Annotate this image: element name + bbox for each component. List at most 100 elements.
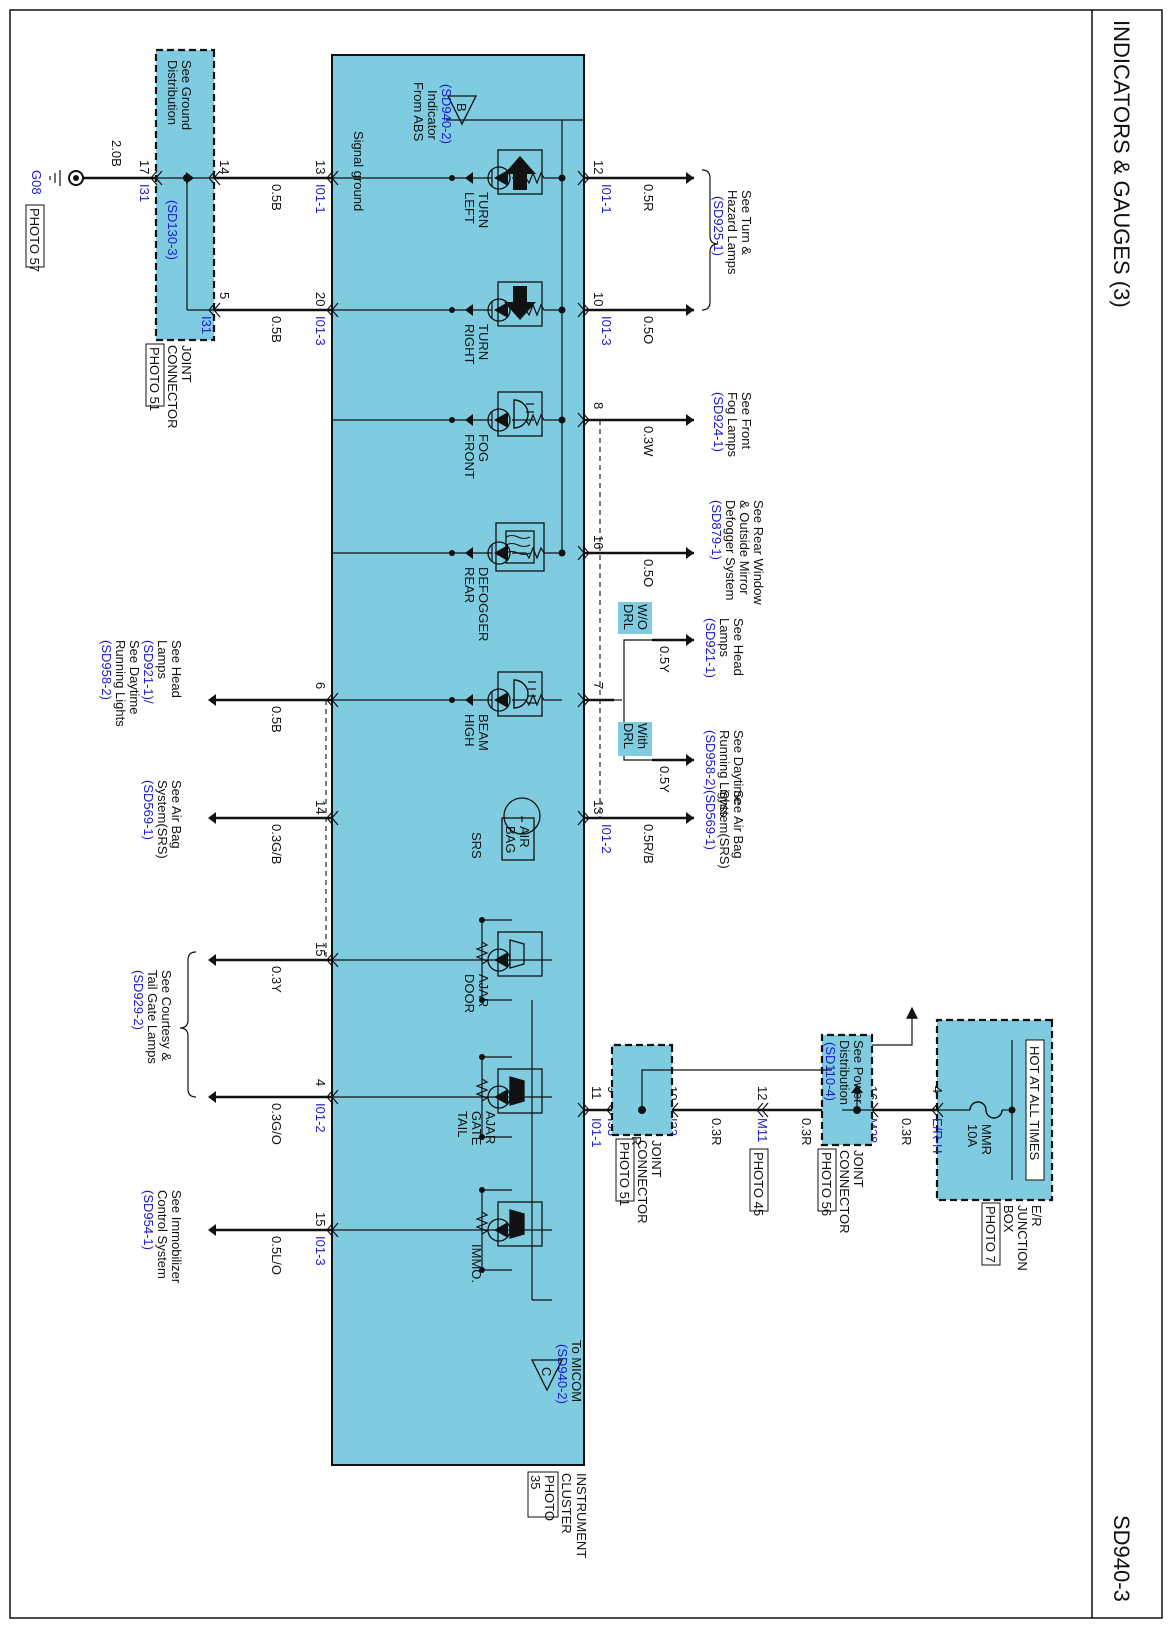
indicator-2-label-1: RIGHT — [462, 324, 477, 365]
w-drl-2: DRL — [621, 723, 636, 749]
ground-id: G08 — [29, 170, 44, 195]
drl-end — [686, 754, 694, 766]
instrument-cluster — [331, 54, 585, 1466]
fuse-name: MMR — [979, 1124, 994, 1155]
defog-window — [505, 530, 535, 564]
jc56-label-2: CONNECTOR — [837, 1150, 852, 1234]
right-turn-feed-chevron — [577, 302, 590, 318]
immo-circuit-res — [475, 1211, 489, 1235]
jc51-label-1: JOINT — [179, 345, 194, 383]
micom-ref: (SD940-2) — [555, 1344, 570, 1404]
upper-wires: 120.5RI01-1100.5OI01-380.3W160.5O7130.5R… — [577, 160, 766, 869]
left-turn-feed-pin: 12 — [591, 160, 606, 174]
indicator-4-label-1: REAR — [462, 567, 477, 603]
indicator-1-label-2: TURN — [476, 192, 491, 228]
rear-defog-feed-wire-label: 0.5O — [641, 559, 656, 587]
fog-end — [686, 414, 694, 426]
srs-low-ref-code: (SD569-1) — [141, 780, 156, 840]
immo-out-chevron — [326, 1222, 339, 1238]
turn-ref-code: (SD925-1) — [711, 196, 726, 256]
hb-ref-code2: (SD958-2) — [99, 640, 114, 700]
fuse-icon — [969, 1101, 1003, 1119]
airbag-icon — [501, 817, 535, 861]
tail-gate-icon — [497, 1068, 543, 1114]
ground-2-chevron — [326, 302, 339, 318]
power-joint-connector — [820, 1033, 874, 1147]
rear-defogger-icon — [495, 522, 545, 572]
indicator-5-label-2: BEAM — [476, 714, 491, 751]
indicator-8-label-3: AJAR — [483, 1111, 498, 1144]
indicator-1-node — [449, 175, 455, 181]
tail-circuit-node-l — [479, 1054, 485, 1060]
m11-photo-box — [749, 1148, 769, 1212]
defog-wave-0 — [505, 534, 531, 540]
airbag-icon-text-1: AIR — [517, 826, 532, 848]
jbox-photo: PHOTO 7 — [983, 1206, 998, 1263]
door-out-end — [208, 954, 216, 966]
jc51b-photo: PHOTO 51 — [617, 1142, 632, 1206]
jc56-photo-box — [817, 1148, 837, 1212]
i33-link — [641, 1069, 832, 1110]
drl-branch — [623, 639, 652, 761]
indicator-9-label-1: IMMO. — [469, 1244, 484, 1283]
ground-dist-2: Distribution — [165, 60, 180, 125]
srs-lamp-icon — [503, 797, 541, 835]
pin-4-chevron — [931, 1102, 944, 1118]
jc51-photo-box — [145, 343, 165, 407]
immo-circuit-node-r — [479, 1267, 485, 1273]
pin-11-number: 11 — [589, 1086, 604, 1100]
indicator-4-node — [449, 550, 455, 556]
front-fog-feed-pin: 8 — [591, 402, 606, 409]
hb-out-wire-label: 0.5B — [269, 706, 284, 733]
door-ajar-icon — [497, 931, 543, 977]
high-beam-feed-pin: 7 — [591, 682, 606, 689]
fog-lamp-shape — [513, 399, 529, 429]
jc51b-label-2: CONNECTOR — [635, 1140, 650, 1224]
immobilizer-icon-car — [509, 1209, 525, 1239]
srs-out-wire-label: 0.3G/B — [269, 824, 284, 864]
wo-drl-tag — [618, 602, 652, 634]
tail-out-wire-label: 0.3G/O — [269, 1103, 284, 1145]
indicator-7-label-1: DOOR — [462, 974, 477, 1013]
immo-out-wire-label: 0.5L/O — [269, 1236, 284, 1275]
indicator-6-label-1: SRS — [469, 832, 484, 859]
indicator-3-label-1: FRONT — [462, 434, 477, 479]
defog-ref-2: & Outside Mirror — [737, 500, 752, 595]
door-circuit-res — [475, 941, 489, 965]
left-turn-feed-connector: I01-1 — [599, 184, 614, 214]
immo-out-end — [208, 1224, 216, 1236]
hot-node — [1008, 1106, 1016, 1114]
right-turn-feed-wire-label: 0.5O — [641, 316, 656, 344]
left-turn-icon — [497, 149, 543, 195]
turn-left-end — [686, 172, 694, 184]
head-ref-code: (SD921-1) — [703, 618, 718, 678]
indicator-5-node — [449, 697, 455, 703]
right-turn-icon — [497, 281, 543, 327]
door-circuit-node-r — [479, 997, 485, 1003]
front-fog-feed-chevron — [577, 412, 590, 428]
cluster-photo-box — [527, 1471, 559, 1518]
pin-11-connector: I01-1 — [589, 1118, 604, 1148]
wo-drl-1: W/O — [635, 604, 650, 630]
right-turn-feed-connector: I01-3 — [599, 316, 614, 346]
door-out-wire-label: 0.3Y — [269, 966, 284, 993]
cluster-label-1: INSTRUMENT — [574, 1473, 589, 1558]
abs-tag-letter: B — [454, 103, 469, 112]
wire-label-2: 0.3R — [799, 1118, 814, 1145]
abs-label-2: Indicator — [425, 90, 440, 141]
head-lamps-end — [686, 634, 694, 646]
hb-ref-code1: (SD921-1)/ — [141, 640, 156, 704]
rear-defog-feed-pin: 16 — [591, 535, 606, 549]
ground-1-wire-label: 0.5B — [269, 184, 284, 211]
hb-ref-4: Running Lights — [113, 640, 128, 727]
hot-label: HOT AT ALL TIMES — [1027, 1046, 1042, 1160]
indicator-5-led — [494, 692, 508, 708]
w-drl-wire-label: 0.5Y — [657, 766, 672, 793]
ground-2-pin: 20 — [313, 292, 328, 306]
srs-up-ref-code: (SD569-1) — [703, 790, 718, 850]
immo-circuit-node-l — [479, 1187, 485, 1193]
signal-ground-label: Signal ground — [351, 131, 366, 211]
